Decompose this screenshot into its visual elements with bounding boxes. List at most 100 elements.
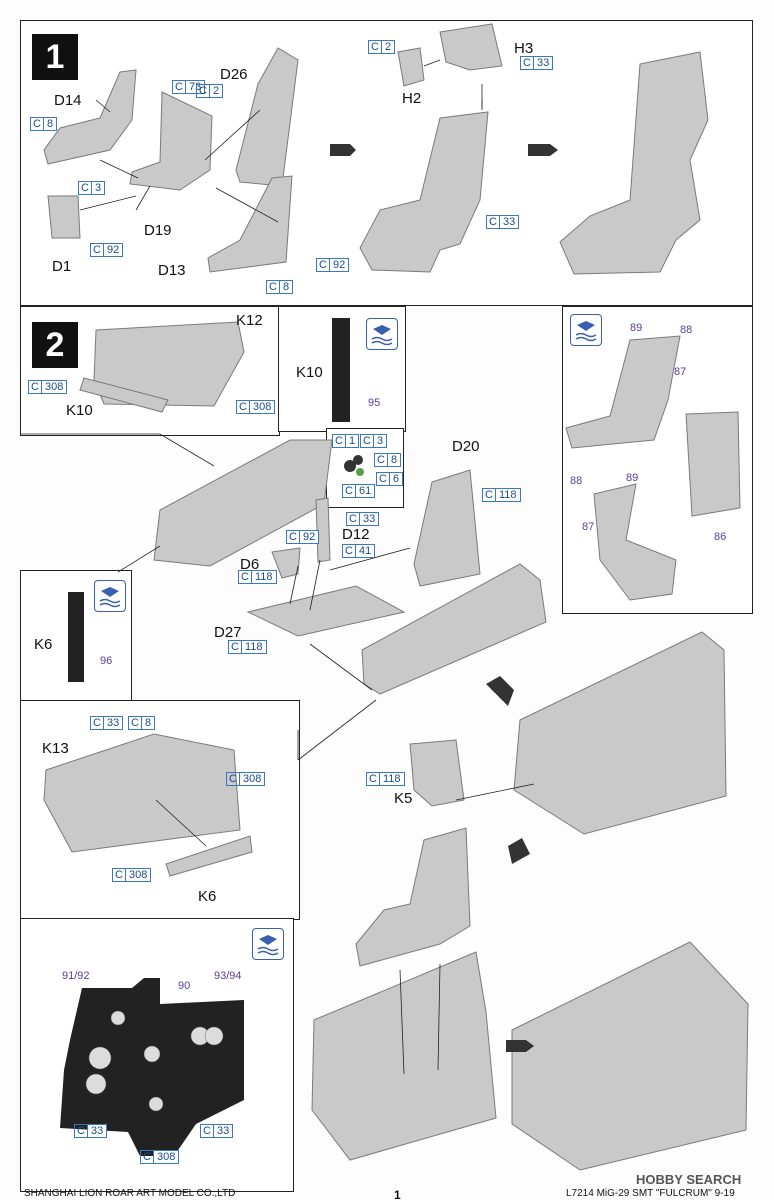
label-k5: K5 — [394, 790, 413, 807]
decal-num-88a: 88 — [680, 324, 693, 336]
part-d14 — [43, 69, 137, 165]
part-side-wall-left — [153, 439, 333, 567]
step-1-number: 1 — [32, 34, 78, 80]
decal-num-89b: 89 — [626, 472, 639, 484]
decal-k10 — [332, 318, 350, 422]
step-1-arrows — [330, 144, 558, 156]
part-d27 — [246, 585, 406, 637]
decal-icon — [570, 314, 602, 346]
label-d12: D12 — [342, 526, 370, 543]
part-h2 — [397, 47, 425, 87]
label-d6: D6 — [240, 556, 260, 573]
part-d20 — [413, 469, 481, 587]
part-tub-1 — [513, 631, 727, 835]
part-k5 — [409, 739, 465, 807]
decal-icon — [366, 318, 398, 350]
decal-dashboard — [60, 978, 244, 1156]
step-2-number: 2 — [32, 322, 78, 368]
decal-seat-side — [565, 335, 681, 449]
footer-kit-title: L7214 MiG-29 SMT "FULCRUM" 9-19 — [566, 1188, 735, 1199]
decal-num-93-94: 93/94 — [214, 970, 242, 982]
decal-num-87a: 87 — [674, 366, 687, 378]
decal-num-87b: 87 — [582, 521, 595, 533]
part-k12 — [93, 321, 245, 407]
label-d13: D13 — [158, 262, 186, 279]
decal-icon — [252, 928, 284, 960]
label-d20: D20 — [452, 438, 480, 455]
assembled-seat-2 — [559, 51, 709, 275]
decal-seat-side-2 — [593, 483, 677, 601]
label-d26: D26 — [220, 66, 248, 83]
part-d19 — [129, 91, 213, 191]
decal-k6 — [68, 592, 84, 682]
label-d1: D1 — [52, 258, 72, 275]
decal-num-95: 95 — [368, 397, 381, 409]
part-k13 — [43, 733, 241, 853]
part-d6 — [271, 547, 301, 579]
step-2-arrows — [486, 676, 534, 1052]
footer-page-number: 1 — [394, 1188, 401, 1202]
step-2-leader-lines — [20, 100, 535, 1075]
part-tub-final — [511, 941, 749, 1171]
label-k10-decal: K10 — [296, 364, 323, 381]
label-k10: K10 — [66, 402, 93, 419]
label-d27: D27 — [214, 624, 242, 641]
decal-num-86: 86 — [714, 531, 727, 543]
part-d1 — [47, 195, 81, 239]
part-k6 — [165, 835, 253, 877]
decal-icon — [94, 580, 126, 612]
label-k13: K13 — [42, 740, 69, 757]
decal-num-91-92: 91/92 — [62, 970, 90, 982]
decal-num-90: 90 — [178, 980, 191, 992]
label-k6-decal: K6 — [34, 636, 53, 653]
decal-num-89a: 89 — [630, 322, 643, 334]
label-d19: D19 — [144, 222, 172, 239]
decal-num-88b: 88 — [570, 475, 583, 487]
label-h3: H3 — [514, 40, 534, 57]
part-seat-assembly — [355, 827, 471, 967]
label-k6: K6 — [198, 888, 217, 905]
part-side-wall-right — [361, 563, 547, 695]
label-h2: H2 — [402, 90, 422, 107]
part-k10 — [79, 377, 169, 413]
decal-num-96: 96 — [100, 655, 113, 667]
part-tub-2 — [311, 951, 497, 1161]
label-d14: D14 — [54, 92, 82, 109]
assembled-seat-1 — [359, 111, 489, 273]
footer-company: SHANGHAI LION ROAR ART MODEL CO.,LTD — [24, 1188, 236, 1199]
decal-seat-front — [685, 411, 741, 517]
